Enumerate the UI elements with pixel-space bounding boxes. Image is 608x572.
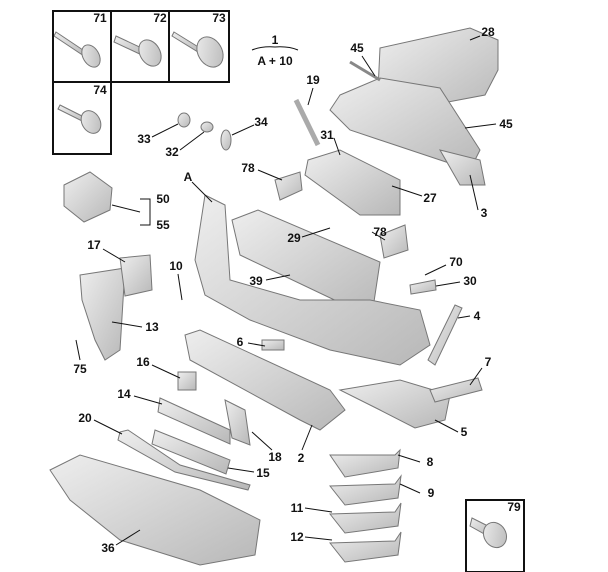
label-5[interactable]: 5 [460, 425, 468, 439]
part-6[interactable] [261, 339, 285, 351]
label-71[interactable]: 71 [93, 11, 107, 25]
trim-12[interactable] [328, 531, 402, 563]
label-45[interactable]: 45 [350, 41, 364, 55]
label-39[interactable]: 39 [249, 274, 263, 288]
grille-14[interactable] [157, 397, 231, 445]
label-18[interactable]: 18 [268, 450, 282, 464]
assembly-composition: A + 10 [257, 54, 293, 68]
label-50[interactable]: 50 [156, 192, 170, 206]
label-9[interactable]: 9 [427, 486, 435, 500]
screw-79[interactable] [469, 517, 511, 552]
label-20[interactable]: 20 [78, 411, 92, 425]
grille-15[interactable] [151, 429, 231, 475]
bracket-3[interactable] [438, 149, 486, 186]
bracket-78[interactable] [274, 171, 303, 201]
clip-33[interactable] [177, 112, 191, 128]
label-A[interactable]: A [183, 170, 193, 184]
label-73[interactable]: 73 [212, 11, 226, 25]
strip-20[interactable] [117, 429, 251, 491]
label-45-strip[interactable]: 45 [499, 117, 513, 131]
label-12[interactable]: 12 [290, 530, 304, 544]
part-18[interactable] [224, 399, 251, 446]
bumper-shell-A[interactable] [194, 194, 431, 366]
clip-kit-50-55[interactable] [63, 171, 113, 223]
label-4[interactable]: 4 [473, 309, 481, 323]
label-70[interactable]: 70 [449, 255, 463, 269]
label-10[interactable]: 10 [169, 259, 183, 273]
label-8[interactable]: 8 [426, 455, 434, 469]
air-duct-13[interactable] [79, 267, 126, 361]
trim-11[interactable] [328, 502, 402, 534]
label-17[interactable]: 17 [87, 238, 101, 252]
label-11[interactable]: 11 [290, 501, 304, 515]
assembly-number[interactable]: 1 [271, 33, 279, 47]
label-34[interactable]: 34 [254, 115, 268, 129]
bracket-17[interactable] [119, 254, 153, 297]
label-19[interactable]: 19 [306, 73, 320, 87]
label-30[interactable]: 30 [463, 274, 477, 288]
label-28[interactable]: 28 [481, 25, 495, 39]
label-27[interactable]: 27 [423, 191, 437, 205]
label-31[interactable]: 31 [320, 128, 334, 142]
trim-9[interactable] [328, 474, 402, 506]
clip-32[interactable] [200, 121, 214, 133]
label-78-b[interactable]: 78 [373, 225, 387, 239]
lower-grille-2[interactable] [184, 329, 346, 431]
screw-72[interactable] [113, 35, 166, 70]
label-2[interactable]: 2 [297, 451, 305, 465]
leader-lines [75, 35, 497, 546]
label-14[interactable]: 14 [117, 387, 131, 401]
label-3[interactable]: 3 [480, 206, 488, 220]
label-72[interactable]: 72 [153, 11, 167, 25]
label-6[interactable]: 6 [236, 335, 244, 349]
bracket-78b[interactable] [379, 224, 409, 259]
screw-71[interactable] [53, 31, 104, 70]
fastener-box-73 [168, 10, 230, 83]
label-29[interactable]: 29 [287, 231, 301, 245]
part-16[interactable] [177, 371, 197, 391]
undertray-36[interactable] [49, 454, 261, 566]
label-33[interactable]: 33 [137, 132, 151, 146]
label-79[interactable]: 79 [507, 500, 521, 514]
label-7[interactable]: 7 [484, 355, 492, 369]
screw-73[interactable] [171, 31, 228, 72]
label-74[interactable]: 74 [93, 83, 107, 97]
label-13[interactable]: 13 [145, 320, 159, 334]
label-75[interactable]: 75 [73, 362, 87, 376]
label-55[interactable]: 55 [156, 218, 170, 232]
grille-insert-31[interactable] [304, 149, 401, 216]
label-32[interactable]: 32 [165, 145, 179, 159]
trim-7[interactable] [429, 377, 483, 403]
clip-34[interactable] [220, 129, 232, 151]
label-36[interactable]: 36 [101, 541, 115, 555]
trim-4[interactable] [427, 304, 463, 366]
trim-strip-45[interactable] [349, 60, 381, 82]
label-78[interactable]: 78 [241, 161, 255, 175]
fastener-box-74 [52, 81, 112, 155]
label-16[interactable]: 16 [136, 355, 150, 369]
label-15[interactable]: 15 [256, 466, 270, 480]
trim-8[interactable] [329, 448, 401, 478]
fog-surround-5[interactable] [338, 379, 451, 429]
trim-19[interactable] [293, 98, 321, 147]
part-30[interactable] [409, 279, 437, 295]
screw-74[interactable] [57, 104, 105, 137]
